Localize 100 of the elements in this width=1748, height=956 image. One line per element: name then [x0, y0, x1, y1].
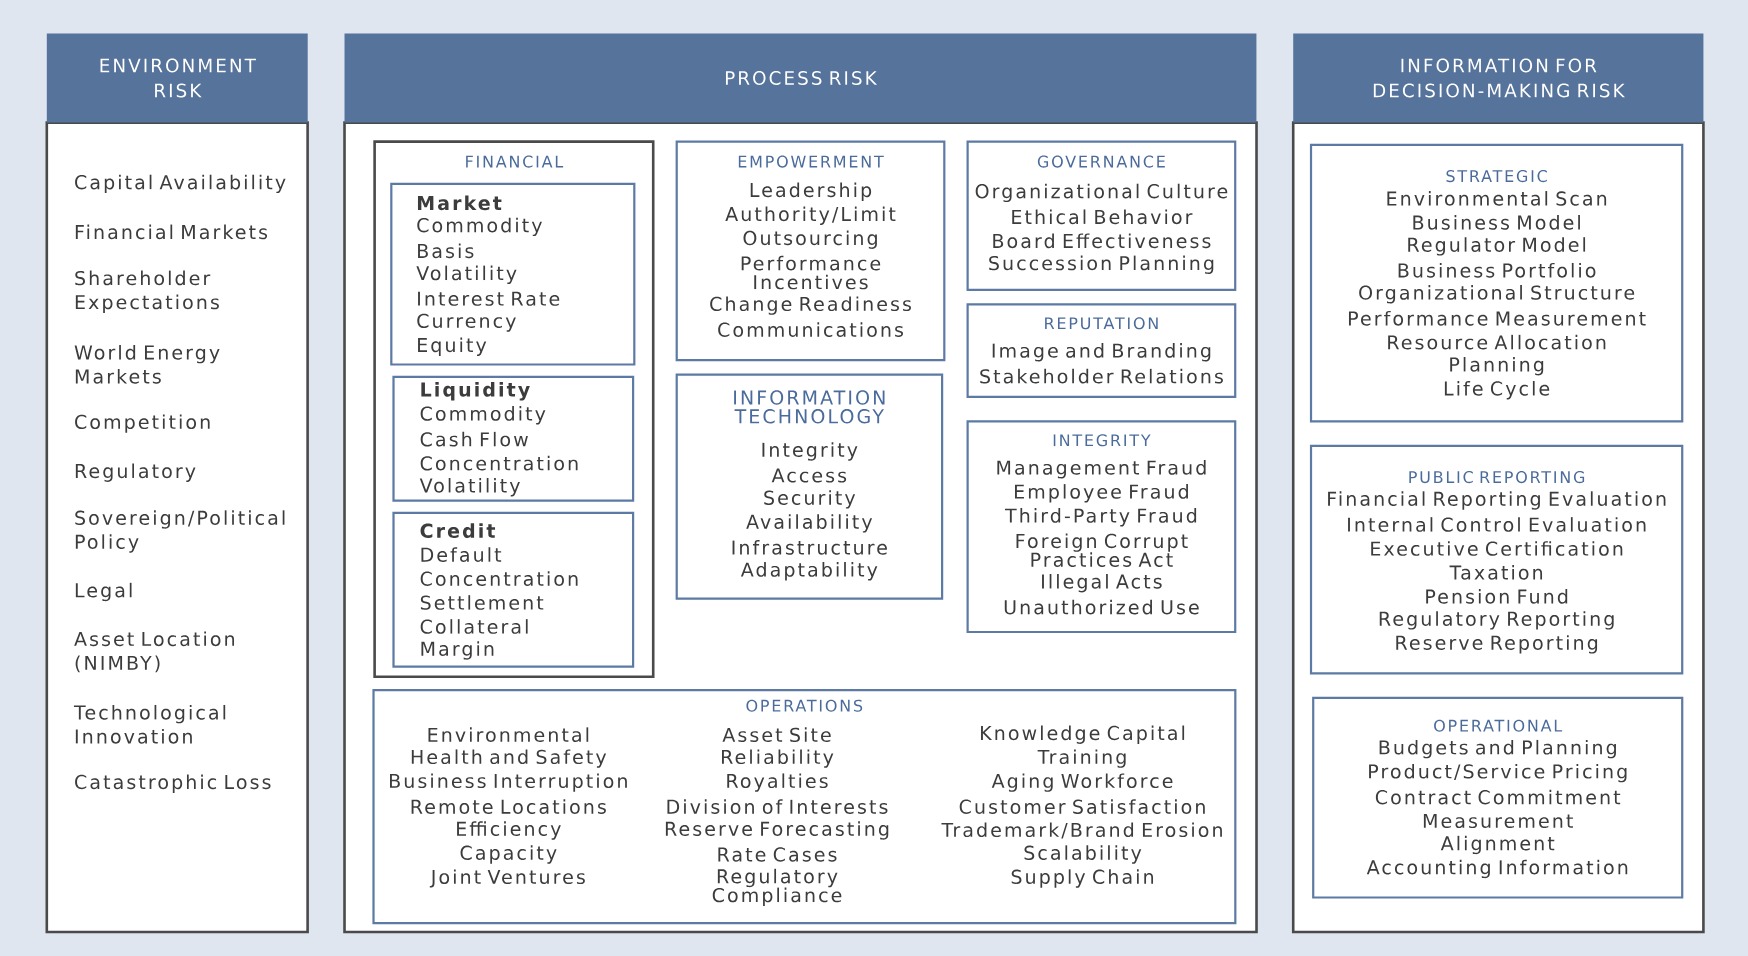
list-item: Accounting Information [1366, 859, 1628, 879]
list-item: Shareholder Expectations [75, 270, 219, 313]
list-item: Scalability [1024, 845, 1142, 864]
list-item: Regulatory Compliance [712, 868, 842, 906]
list-item: Supply Chain [1011, 869, 1153, 888]
list-item: Leadership [750, 182, 872, 201]
category-title: REPUTATION [1045, 317, 1158, 330]
list-item: Joint Ventures [429, 869, 585, 888]
category-title: PUBLIC REPORTING [1409, 471, 1585, 484]
list-item: Aging Workforce [991, 773, 1173, 792]
list-item: Technological Innovation [73, 704, 226, 744]
category-heading: Liquidity [421, 382, 530, 401]
list-item: Sovereign/Political Policy [75, 510, 285, 553]
list-item: Basis [418, 243, 474, 259]
list-item: Budgets and Planning [1379, 739, 1616, 759]
list-item: Access [771, 468, 847, 483]
list-item: Security [764, 490, 856, 509]
list-item: Foreign Corrupt Practices Act [1016, 533, 1188, 567]
category-title: INFORMATION TECHNOLOGY [734, 390, 885, 424]
list-item: Illegal Acts [1042, 574, 1162, 593]
list-item: Performance Incentives [741, 255, 881, 290]
list-item: Change Readiness [710, 296, 911, 315]
list-item: Authority/Limit [725, 206, 896, 225]
list-item: Health and Safety [411, 749, 607, 768]
category-title: OPERATIONAL [1434, 719, 1563, 732]
list-item: Measurement [1423, 813, 1573, 829]
header-band: PROCESS RISK [344, 33, 1257, 123]
list-item: Organizational Culture [975, 183, 1228, 203]
list-item: Reliability [722, 749, 834, 768]
list-item: Remote Locations [411, 799, 606, 814]
list-item: Efficiency [457, 821, 561, 840]
list-item: Management Fraud [997, 460, 1206, 479]
list-item: Margin [421, 641, 494, 660]
list-item: Default [421, 547, 502, 562]
category-heading: Credit [420, 523, 496, 538]
list-item: Cash Flow [420, 431, 528, 447]
list-item: Volatility [416, 265, 517, 284]
header-band: ENVIRONMENT RISK [46, 33, 308, 123]
list-item: Competition [75, 414, 210, 433]
list-item: Trademark/Brand Erosion [941, 822, 1222, 839]
list-item: Environmental Scan [1387, 191, 1607, 206]
list-item: Royalties [727, 773, 828, 792]
list-item: Capacity [460, 845, 557, 864]
list-item: Commodity [417, 217, 542, 237]
list-item: Equity [418, 337, 487, 356]
category-title: EMPOWERMENT [738, 155, 884, 168]
list-item: Customer Satisfaction [959, 799, 1205, 814]
list-item: Business Portfolio [1398, 262, 1596, 278]
list-item: Interest Rate [418, 291, 560, 306]
list-item: Employee Fraud [1015, 484, 1188, 503]
category-title: GOVERNANCE [1037, 155, 1165, 168]
list-item: Rate Cases [718, 847, 837, 862]
list-item: Currency [417, 313, 516, 332]
list-item: Regulatory [75, 463, 196, 482]
list-item: Image and Branding [992, 343, 1211, 362]
category-title: OPERATIONS [746, 699, 863, 712]
list-item: Availability [746, 514, 873, 533]
list-item: Reserve Reporting [1396, 635, 1598, 654]
list-item: Volatility [419, 478, 520, 497]
list-item: Outsourcing [743, 230, 877, 249]
list-item: Concentration [420, 571, 578, 586]
list-item: Life Cycle [1444, 381, 1550, 400]
list-item: Succession Planning [989, 255, 1214, 274]
list-item: Alignment [1440, 835, 1555, 855]
list-item: Taxation [1449, 565, 1543, 580]
list-item: Financial Markets [75, 224, 268, 240]
list-item: Planning [1450, 357, 1544, 376]
list-item: Asset Location (NIMBY) [74, 631, 234, 673]
list-item: Knowledge Capital [981, 725, 1185, 744]
category-title: FINANCIAL [466, 155, 564, 168]
list-item: Capital Availability [75, 174, 286, 194]
list-item: Pension Fund [1426, 589, 1568, 604]
list-item: Unauthorized Use [1004, 599, 1199, 615]
list-item: Business Interruption [390, 773, 627, 792]
list-item: Settlement [420, 595, 544, 610]
list-item: Environmental [428, 727, 589, 743]
list-item: Training [1037, 749, 1126, 768]
list-item: Internal Control Evaluation [1348, 517, 1646, 532]
list-item: Regulator Model [1408, 237, 1586, 256]
list-item: Concentration [420, 455, 578, 471]
list-item: Executive Certification [1371, 541, 1623, 556]
list-item: Integrity [762, 442, 858, 461]
list-item: Financial Reporting Evaluation [1328, 491, 1666, 510]
list-item: Business Model [1413, 215, 1580, 230]
list-item: Board Effectiveness [993, 233, 1211, 249]
list-item: Third-Party Fraud [1004, 508, 1197, 527]
list-item: Collateral [420, 619, 528, 634]
list-item: Communications [718, 322, 903, 337]
list-item: Division of Interests [667, 799, 888, 814]
list-item: Contract Commitment [1375, 789, 1621, 805]
list-item: Infrastructure [732, 540, 887, 555]
list-item: World Energy Markets [74, 344, 220, 384]
list-item: Organizational Structure [1359, 285, 1635, 304]
list-item: Product/Service Pricing [1369, 763, 1627, 783]
category-heading: Market [417, 195, 502, 211]
list-item: Catastrophic Loss [75, 774, 271, 793]
list-item: Legal [75, 582, 132, 602]
list-item: Resource Allocation [1388, 334, 1606, 350]
list-item: Commodity [420, 406, 546, 425]
list-item: Ethical Behavior [1012, 209, 1193, 225]
